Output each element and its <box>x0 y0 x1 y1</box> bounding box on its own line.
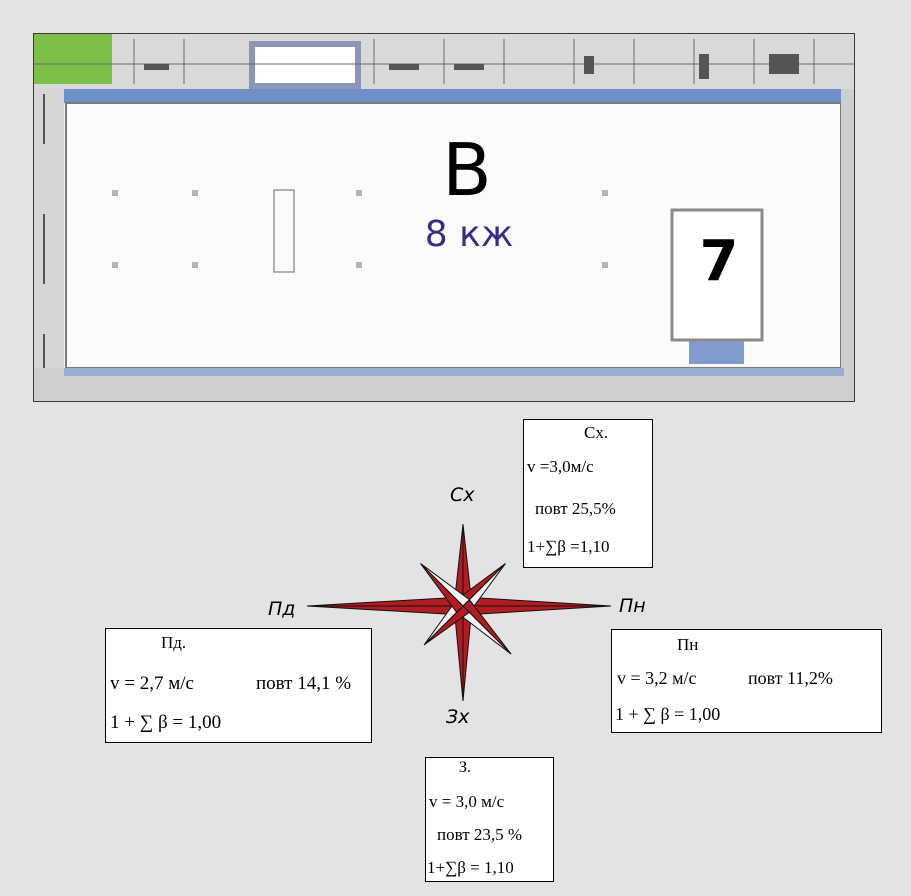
wind-box-south: З. v = 3,0 м/с повт 23,5 % 1+∑β = 1,10 <box>425 757 554 882</box>
wind-frequency: повт 25,5% <box>535 499 616 518</box>
plan-section-letter: В <box>442 128 492 212</box>
wind-frequency: повт 11,2% <box>748 668 833 688</box>
plan-section-code: 8 кж <box>424 214 514 255</box>
wind-speed: v =3,0м/с <box>527 457 594 476</box>
wind-coefficient: 1 + ∑ β = 1,00 <box>615 704 721 724</box>
rose-ray-west-dark <box>306 605 464 616</box>
wind-box-title: Пн <box>677 635 699 654</box>
rose-label-south: Зх <box>446 706 470 728</box>
wind-box-title: Пд. <box>161 633 187 652</box>
wind-box-north: Сх. v =3,0м/с повт 25,5% 1+∑β =1,10 <box>523 419 653 568</box>
rose-ray-east-dark <box>462 596 612 607</box>
rose-ray-southwest-dark <box>423 605 471 646</box>
rose-label-north: Сх <box>450 484 475 506</box>
rose-ray-east-light <box>462 605 612 616</box>
wind-box-title: З. <box>459 759 472 776</box>
wind-speed: v = 2,7 м/с <box>110 673 194 694</box>
wind-box-east: Пн v = 3,2 м/с повт 11,2% 1 + ∑ β = 1,00 <box>611 629 882 733</box>
wind-frequency: повт 23,5 % <box>437 825 523 844</box>
plan-block-number: 7 <box>699 229 739 294</box>
rose-label-east: Пн <box>619 595 646 617</box>
rose-ray-west-light <box>306 596 464 607</box>
wind-coefficient: 1+∑β =1,10 <box>527 537 610 556</box>
wind-box-title: Сх. <box>584 423 609 442</box>
top-opening <box>249 41 361 89</box>
wind-speed: v = 3,0 м/с <box>429 792 505 811</box>
floor-plan-drawing <box>34 34 854 401</box>
floor-plan-image: В 8 кж 7 <box>33 33 855 402</box>
wind-speed: v = 3,2 м/с <box>617 668 697 688</box>
wind-box-west: Пд. v = 2,7 м/с повт 14,1 % 1 + ∑ β = 1,… <box>105 628 372 743</box>
green-area <box>34 34 112 84</box>
wind-frequency: повт 14,1 % <box>256 673 352 694</box>
wind-coefficient: 1+∑β = 1,10 <box>427 858 514 877</box>
wind-coefficient: 1 + ∑ β = 1,00 <box>110 712 222 733</box>
rose-label-west: Пд <box>268 598 296 620</box>
rose-ray-northwest-dark <box>420 563 464 614</box>
